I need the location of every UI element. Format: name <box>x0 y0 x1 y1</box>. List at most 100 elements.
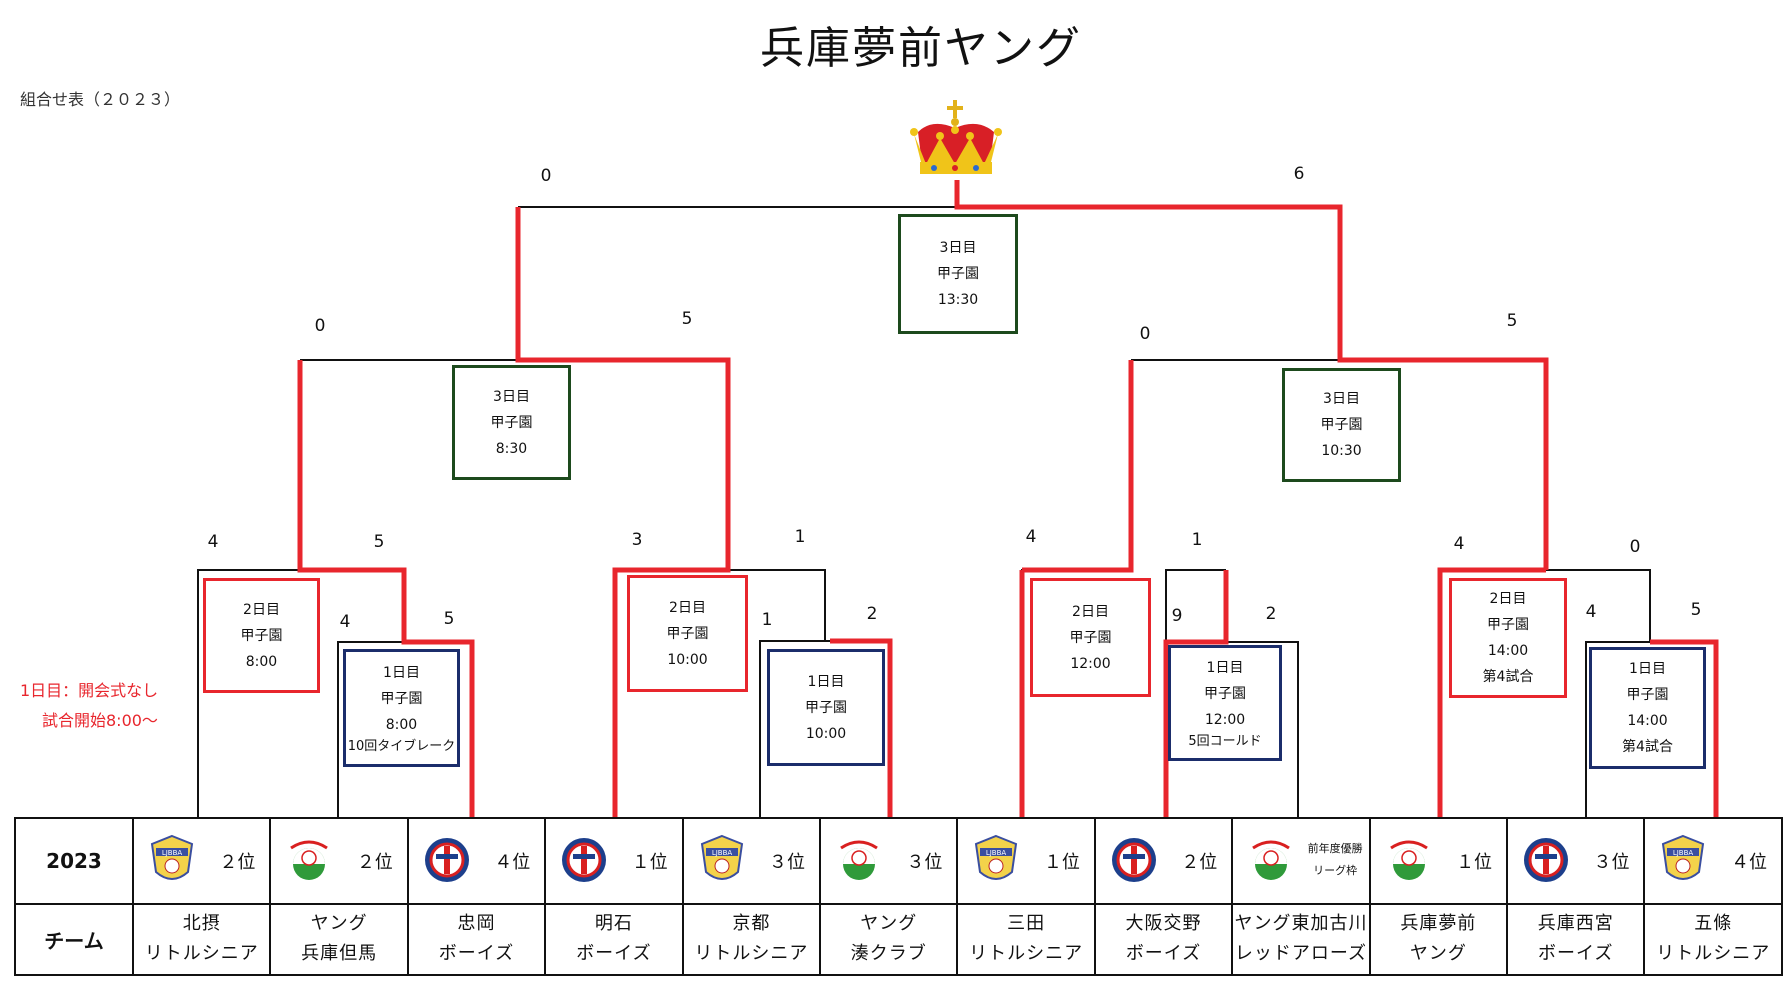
score-r1b-left: 1 <box>761 610 773 630</box>
opening-note: 1日目：開会式なし <box>20 681 159 700</box>
game-box-r1a: 1日目 甲子園 8:00 10回タイブレーク <box>343 649 460 767</box>
game-venue: 甲子園 <box>1069 629 1112 646</box>
team-name-line1: 京都 <box>732 913 771 935</box>
team-rank: ３位 <box>769 852 806 874</box>
game-venue: 甲子園 <box>666 625 709 642</box>
game-venue: 甲子園 <box>1487 617 1529 633</box>
year-header: 2023 <box>14 817 134 905</box>
team-name-cell: 京都リトルシニア <box>681 902 822 977</box>
svg-text:LJBBA: LJBBA <box>711 849 732 857</box>
ljbba-logo-icon: LJBBA <box>148 834 196 886</box>
svg-text:LJBBA: LJBBA <box>986 849 1007 857</box>
team-name-line1: 明石 <box>594 913 633 935</box>
game-box-sf-right: 3日目 甲子園 10:30 <box>1282 368 1401 482</box>
score-qf2-left: 3 <box>631 530 643 550</box>
team-name-line2: レッドアローズ <box>1234 943 1367 965</box>
team-rank-cell: １位 <box>544 817 684 905</box>
team-name-line1: 北摂 <box>182 913 221 935</box>
game-time: 10:30 <box>1321 443 1362 459</box>
game-box-r1b: 1日目 甲子園 10:00 <box>767 649 885 766</box>
game-time: 10:00 <box>667 651 708 668</box>
team-name-line1: ヤング東加古川 <box>1234 913 1368 935</box>
score-r1c-left: 9 <box>1171 606 1183 626</box>
start-time-note: 試合開始8:00～ <box>42 711 158 730</box>
team-rank: ３位 <box>1593 852 1630 874</box>
game-day: 3日目 <box>939 240 977 256</box>
score-r1a-right: 5 <box>443 609 455 629</box>
team-rank-cell: １位 <box>1368 817 1509 905</box>
score-final-left: 0 <box>540 166 552 186</box>
svg-text:LJBBA: LJBBA <box>1673 849 1694 857</box>
team-rank-cell: ２位 <box>269 817 409 905</box>
young-baseball-logo-icon <box>1247 834 1295 886</box>
team-name-cell: 兵庫夢前ヤング <box>1368 902 1509 977</box>
game-box-r1d: 1日目 甲子園 14:00 第4試合 <box>1589 647 1706 769</box>
score-qf4-right: 0 <box>1629 537 1641 557</box>
team-name-line2: ボーイズ <box>1125 943 1202 965</box>
score-sf-right-right: 5 <box>1506 311 1518 331</box>
ljbba-logo-icon: LJBBA <box>1659 834 1707 886</box>
game-box-qf2: 2日目 甲子園 10:00 <box>627 575 748 692</box>
page-title: 兵庫夢前ヤング <box>760 23 1082 74</box>
game-venue: 甲子園 <box>805 699 847 716</box>
boys-logo-icon <box>1110 834 1158 886</box>
game-note: 第4試合 <box>1482 669 1534 685</box>
team-name-line1: ヤング <box>860 913 918 935</box>
game-venue: 甲子園 <box>1626 687 1669 703</box>
score-r1a-left: 4 <box>339 612 351 632</box>
game-time: 13:30 <box>937 292 979 308</box>
team-name-line1: 忠岡 <box>457 913 496 935</box>
team-name-cell: ヤング兵庫但馬 <box>269 902 409 977</box>
game-day: 2日目 <box>669 599 706 616</box>
team-rank-cell: ３位 <box>819 817 959 905</box>
young-baseball-logo-icon <box>1385 834 1433 886</box>
game-time: 14:00 <box>1487 643 1529 659</box>
team-name-line2: ボーイズ <box>576 943 652 965</box>
game-time: 8:00 <box>385 717 418 733</box>
team-rank: ４位 <box>494 852 531 874</box>
score-qf3-right: 1 <box>1191 530 1203 550</box>
boys-logo-icon <box>1522 834 1570 886</box>
game-note: 5回コールド <box>1188 734 1262 749</box>
team-name-line2: リトルシニア <box>969 943 1084 965</box>
winner-path-lines <box>297 180 1719 817</box>
game-day: 1日目 <box>1206 660 1244 676</box>
game-time: 8:30 <box>495 440 528 457</box>
team-name-line2: ボーイズ <box>438 943 515 965</box>
team-header: チーム <box>14 902 134 977</box>
game-day: 3日目 <box>1323 391 1360 407</box>
team-rank: １位 <box>1456 852 1493 874</box>
score-qf1-left: 4 <box>207 532 219 552</box>
game-time: 10:00 <box>805 725 847 742</box>
team-name-cell: 五條リトルシニア <box>1643 902 1783 977</box>
team-name-cell: ヤング東加古川レッドアローズ <box>1231 902 1371 977</box>
team-name-line2: ボーイズ <box>1538 943 1614 965</box>
team-name-line1: 三田 <box>1007 913 1046 935</box>
team-rank-cell: LJBBA １位 <box>956 817 1096 905</box>
team-rank: １位 <box>1043 852 1080 874</box>
boys-logo-icon <box>423 834 471 886</box>
team-name-cell: 三田リトルシニア <box>956 902 1096 977</box>
team-name-line1: 大阪交野 <box>1125 913 1202 935</box>
team-name-line2: 兵庫但馬 <box>301 943 378 965</box>
ljbba-logo-icon: LJBBA <box>972 834 1020 886</box>
score-r1b-right: 2 <box>866 604 878 624</box>
game-day: 1日目 <box>383 665 420 681</box>
score-qf1-right: 5 <box>373 532 385 552</box>
team-rank: ２位 <box>356 852 393 874</box>
game-time: 8:00 <box>245 653 278 670</box>
team-name-cell: 北摂リトルシニア <box>131 902 272 977</box>
team-rank-cell: LJBBA ２位 <box>131 817 272 905</box>
team-rank: 前年度優勝リーグ枠 <box>1307 842 1363 878</box>
score-qf4-left: 4 <box>1453 534 1465 554</box>
team-name-cell: 明石ボーイズ <box>544 902 684 977</box>
game-day: 2日目 <box>243 601 280 618</box>
crown-icon <box>910 100 1002 174</box>
game-day: 1日目 <box>1629 661 1666 677</box>
team-name-line2: 湊クラブ <box>850 943 927 965</box>
boys-logo-icon <box>560 834 608 886</box>
game-note: 10回タイブレーク <box>347 739 456 754</box>
score-qf2-right: 1 <box>794 527 806 547</box>
team-rank: ２位 <box>219 852 256 874</box>
